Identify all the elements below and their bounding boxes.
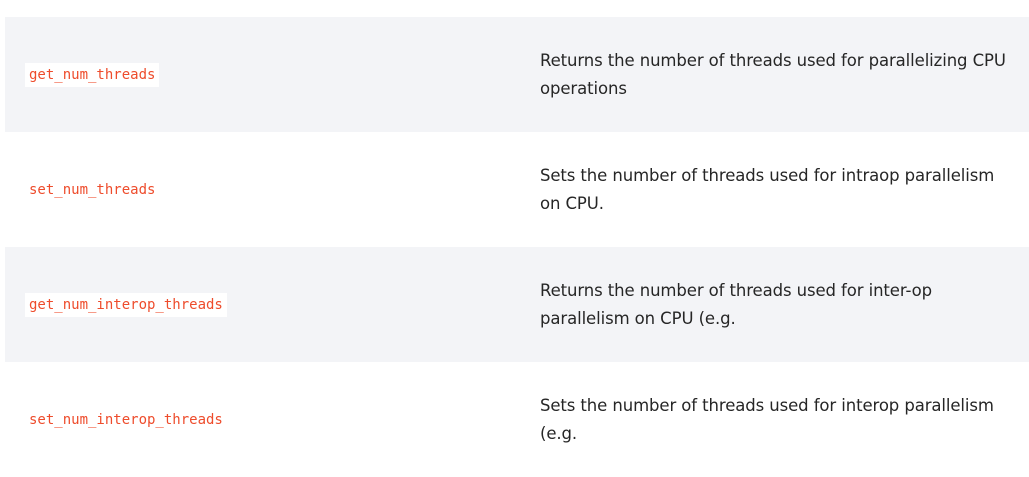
function-description: Returns the number of threads used for i…	[540, 280, 933, 328]
function-name-link[interactable]: get_num_threads	[25, 62, 160, 87]
function-name-cell: get_num_threads	[5, 62, 540, 87]
table-row: get_num_threads Returns the number of th…	[5, 17, 1029, 132]
api-function-table: get_num_threads Returns the number of th…	[5, 17, 1029, 477]
function-name-link[interactable]: get_num_interop_threads	[25, 292, 227, 317]
table-row: set_num_interop_threads Sets the number …	[5, 362, 1029, 477]
function-name-cell: set_num_threads	[5, 178, 540, 202]
table-row: get_num_interop_threads Returns the numb…	[5, 247, 1029, 362]
function-description: Sets the number of threads used for inte…	[540, 395, 994, 443]
function-name-cell: set_num_interop_threads	[5, 408, 540, 432]
table-row: set_num_threads Sets the number of threa…	[5, 132, 1029, 247]
function-description: Returns the number of threads used for p…	[540, 50, 1006, 98]
function-name-link[interactable]: set_num_interop_threads	[29, 411, 223, 428]
function-name-cell: get_num_interop_threads	[5, 292, 540, 317]
function-description: Sets the number of threads used for intr…	[540, 165, 995, 213]
function-name-link[interactable]: set_num_threads	[29, 181, 156, 198]
